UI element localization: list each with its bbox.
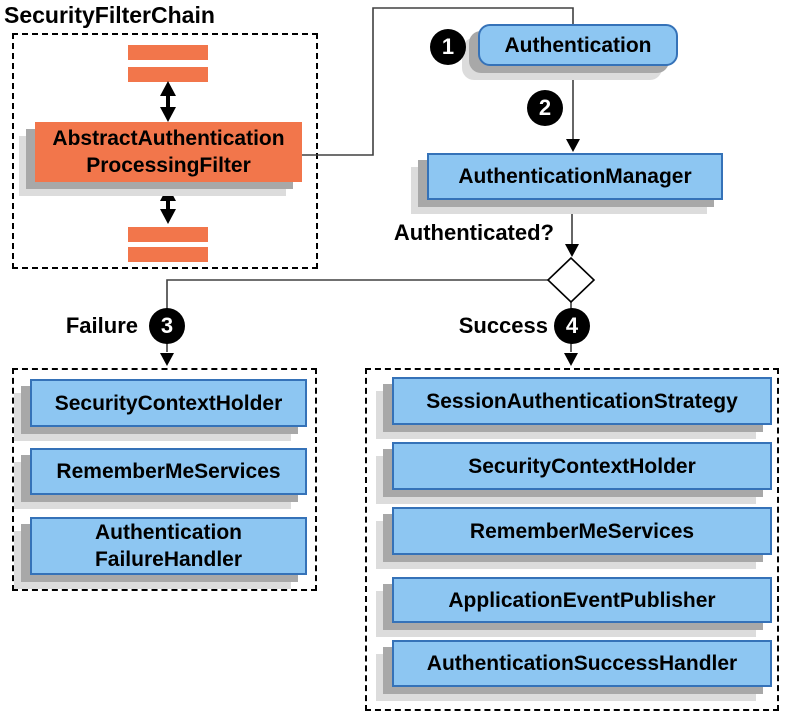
authentication-manager-node: AuthenticationManager [427,153,723,200]
success-item-application-event-publisher: ApplicationEventPublisher [392,577,772,623]
filter-bar [128,45,208,60]
step-3-badge: 3 [149,308,185,344]
failure-branch-box [12,368,317,591]
double-arrow-icon [160,186,176,224]
success-label: Success [458,313,548,338]
security-filter-chain-title: SecurityFilterChain [4,2,215,28]
decision-diamond [546,256,596,304]
failure-label: Failure [65,313,138,338]
success-item-session-authentication-strategy: SessionAuthenticationStrategy [392,377,772,425]
step-2-badge: 2 [527,90,563,126]
failure-item-remember-me-services: RememberMeServices [30,448,307,495]
authenticated-question-label: Authenticated? [393,220,554,245]
double-arrow-icon [160,81,176,122]
authentication-node: Authentication [478,24,678,66]
failure-item-authentication-failure-handler: Authentication FailureHandler [30,517,307,575]
failure-item-security-context-holder: SecurityContextHolder [30,379,307,427]
filter-bar [128,67,208,82]
filter-bar [128,247,208,262]
success-item-security-context-holder: SecurityContextHolder [392,442,772,490]
filter-bar [128,227,208,242]
success-item-remember-me-services: RememberMeServices [392,507,772,555]
success-item-authentication-success-handler: AuthenticationSuccessHandler [392,640,772,687]
abstract-authentication-processing-filter-node: AbstractAuthentication ProcessingFilter [35,122,302,182]
authentication-to-manager-arrow [566,66,580,152]
filter-to-authentication-line [302,7,574,156]
security-filter-chain-box [12,33,318,269]
step-4-badge: 4 [554,308,590,344]
success-branch-box [365,368,779,711]
step-1-badge: 1 [430,29,466,65]
manager-to-decision-arrow [565,200,579,257]
